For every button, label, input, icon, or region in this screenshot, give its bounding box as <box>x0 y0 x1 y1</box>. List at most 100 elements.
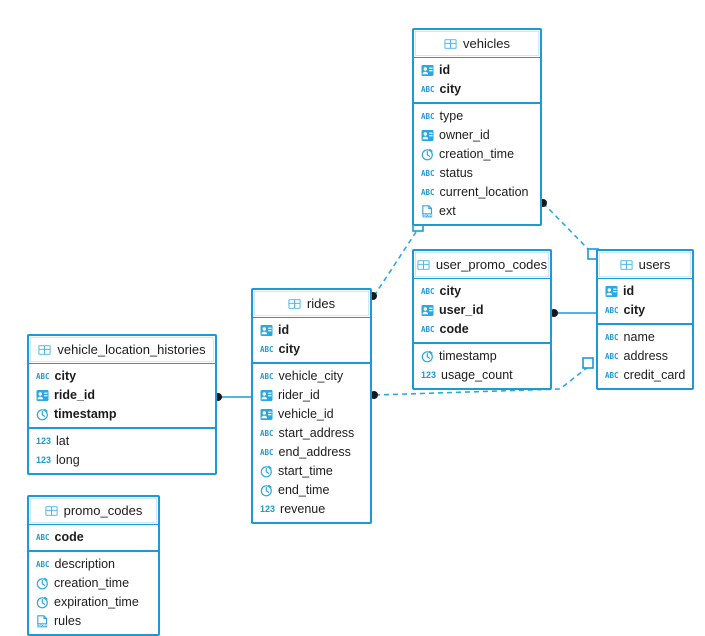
column-label: end_address <box>278 445 351 459</box>
column-label: rules <box>54 614 82 628</box>
table-icon <box>45 504 58 517</box>
primary-key-row[interactable]: id <box>598 282 692 301</box>
column-label: id <box>623 284 635 298</box>
table-name: promo_codes <box>63 503 143 518</box>
table-name: users <box>638 257 671 272</box>
column-row[interactable]: vehicle_id <box>253 405 370 424</box>
column-row[interactable]: owner_id <box>414 126 540 145</box>
123-icon: 123 <box>36 455 52 465</box>
primary-key-row[interactable]: timestamp <box>29 405 215 424</box>
column-label: rider_id <box>278 388 320 402</box>
table-header[interactable]: rides <box>254 291 369 316</box>
column-label: creation_time <box>54 576 130 590</box>
column-label: city <box>439 82 462 96</box>
column-row[interactable]: expiration_time <box>29 593 158 612</box>
primary-key-row[interactable]: ABC code <box>29 528 158 547</box>
column-row[interactable]: creation_time <box>414 145 540 164</box>
column-label: vehicle_city <box>278 369 344 383</box>
primary-key-row[interactable]: ride_id <box>29 386 215 405</box>
table-icon <box>288 297 301 310</box>
column-row[interactable]: start_time <box>253 462 370 481</box>
primary-key-row[interactable]: id <box>253 321 370 340</box>
table-header[interactable]: user_promo_codes <box>415 252 549 277</box>
123-icon: 123 <box>36 436 52 446</box>
table-name: vehicle_location_histories <box>57 342 206 357</box>
column-label: creation_time <box>439 147 515 161</box>
abc-icon: ABC <box>421 188 435 197</box>
key-card-icon <box>421 304 434 317</box>
abc-icon: ABC <box>260 429 274 438</box>
key-card-icon <box>605 285 618 298</box>
column-label: city <box>623 303 646 317</box>
key-card-icon <box>260 408 273 421</box>
123-icon: 123 <box>421 370 437 380</box>
abc-icon: ABC <box>36 533 50 542</box>
clock-icon <box>421 148 434 161</box>
table-icon <box>417 258 430 271</box>
clock-icon <box>36 577 49 590</box>
column-row[interactable]: JSON rules <box>29 612 158 631</box>
abc-icon: ABC <box>36 372 50 381</box>
column-row[interactable]: creation_time <box>29 574 158 593</box>
edge-user-promo-codes-to-users <box>550 309 596 317</box>
column-row[interactable]: ABC start_address <box>253 424 370 443</box>
table-header[interactable]: vehicles <box>415 31 539 56</box>
primary-key-row[interactable]: id <box>414 61 540 80</box>
column-label: code <box>54 530 84 544</box>
column-row[interactable]: rider_id <box>253 386 370 405</box>
table-name: vehicles <box>463 36 510 51</box>
table-name: user_promo_codes <box>435 257 548 272</box>
json-icon: JSON <box>36 615 49 628</box>
clock-icon <box>36 408 49 421</box>
table-header[interactable]: vehicle_location_histories <box>30 337 214 362</box>
abc-icon: ABC <box>421 325 435 334</box>
column-row[interactable]: 123 long <box>29 451 215 470</box>
abc-icon: ABC <box>421 287 435 296</box>
table-header[interactable]: promo_codes <box>30 498 157 523</box>
column-label: ext <box>439 204 456 218</box>
table-icon <box>620 258 633 271</box>
primary-key-row[interactable]: user_id <box>414 301 550 320</box>
column-row[interactable]: timestamp <box>414 347 550 366</box>
column-row[interactable]: end_time <box>253 481 370 500</box>
column-label: long <box>56 453 80 467</box>
column-label: start_address <box>278 426 355 440</box>
svg-text:JSON: JSON <box>421 214 432 218</box>
column-label: id <box>278 323 290 337</box>
clock-icon <box>260 465 273 478</box>
column-row[interactable]: JSON ext <box>414 202 540 221</box>
key-card-icon <box>36 389 49 402</box>
column-label: address <box>623 349 669 363</box>
table-header[interactable]: users <box>599 252 691 277</box>
column-label: timestamp <box>54 407 117 421</box>
